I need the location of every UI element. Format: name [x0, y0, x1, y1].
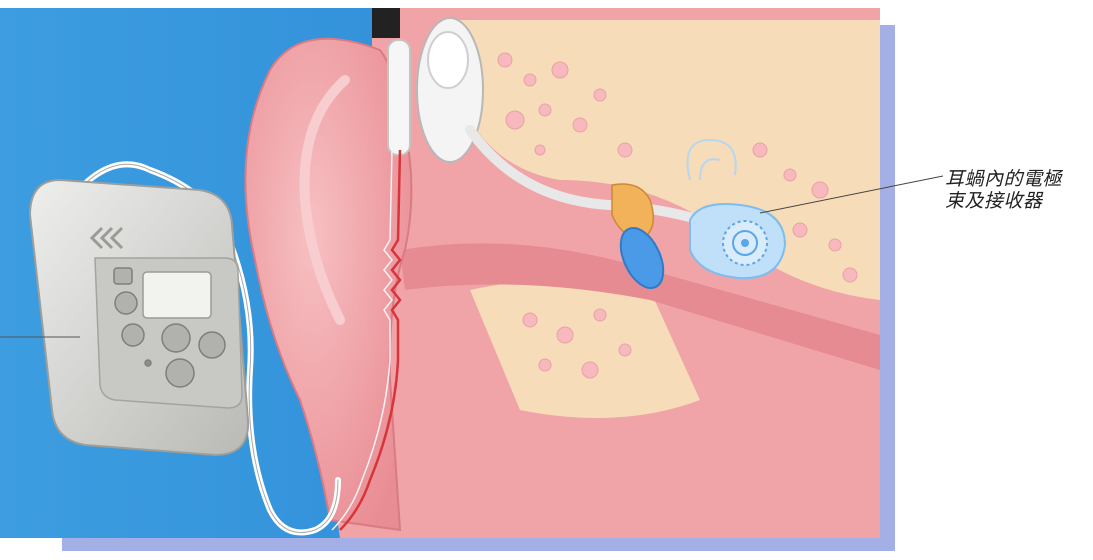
- processor-button-plus: [199, 332, 225, 358]
- processor-small-button: [114, 268, 132, 284]
- head-edge-strip: [372, 8, 400, 38]
- processor-led: [145, 360, 151, 366]
- processor-button-1: [115, 292, 137, 314]
- processor-button-minus: [162, 324, 190, 352]
- cochlea: [690, 204, 785, 278]
- processor-button-2: [122, 324, 144, 346]
- callout-label: 耳蝸內的電極 束及接收器: [945, 168, 1090, 212]
- processor-button-down: [166, 359, 194, 387]
- callout-line-2: 束及接收器: [945, 190, 1090, 212]
- callout-line-1: 耳蝸內的電極: [945, 168, 1090, 190]
- processor-display: [143, 272, 211, 318]
- transmitter-magnet: [428, 32, 468, 88]
- speech-processor: [30, 180, 248, 455]
- behind-ear-piece: [388, 40, 410, 155]
